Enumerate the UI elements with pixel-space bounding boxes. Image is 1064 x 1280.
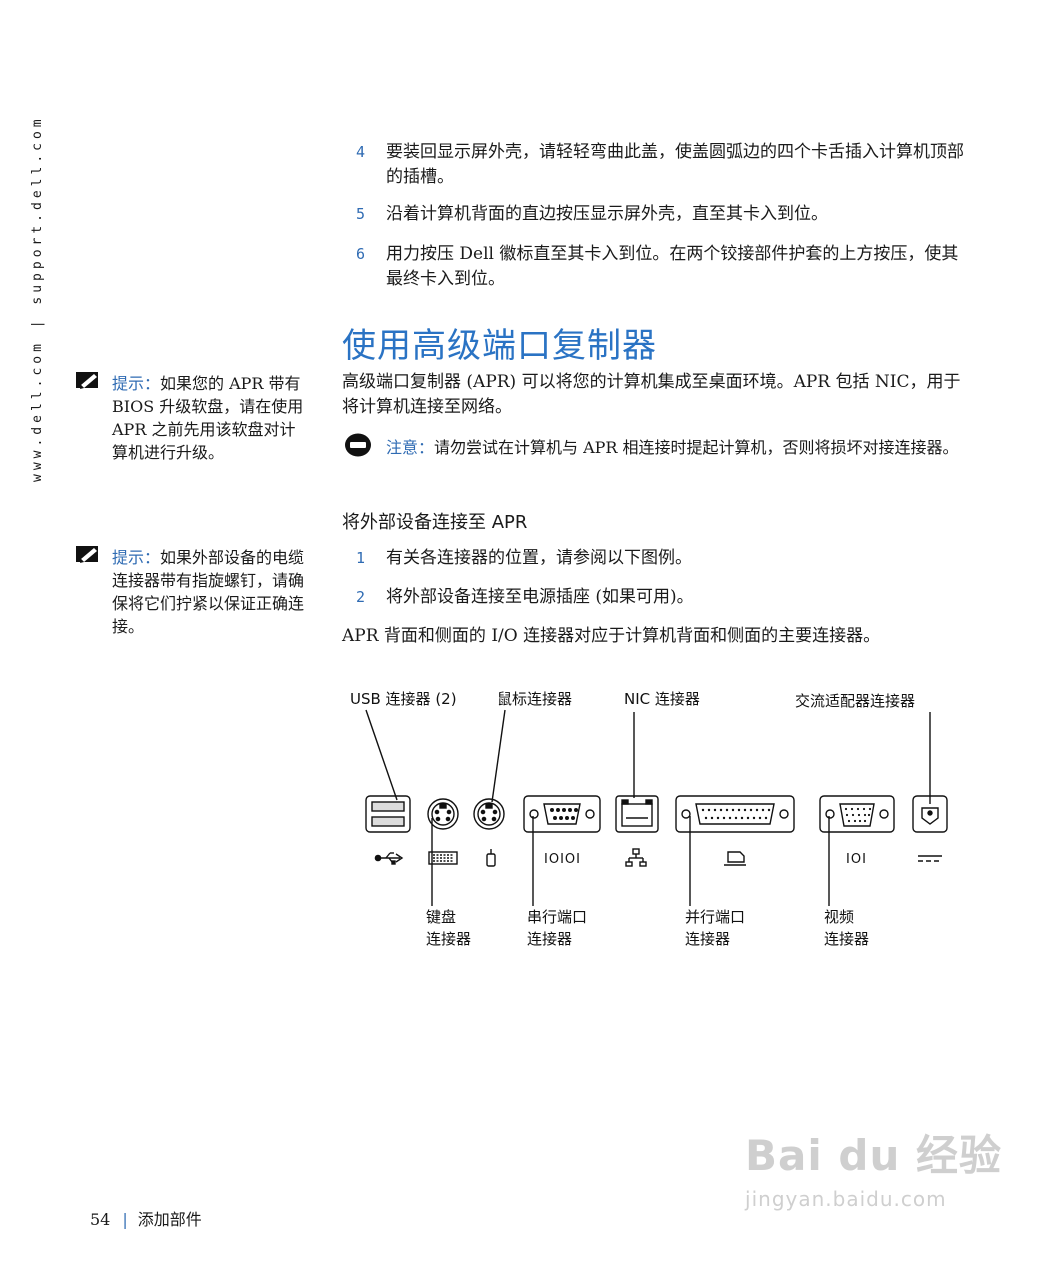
footer-divider: | — [122, 1210, 128, 1229]
side-note-label: 提示： — [112, 548, 161, 567]
keyboard-connector-label: 键盘 连接器 — [426, 908, 472, 948]
parallel-port-connector-label: 并行端口 连接器 — [685, 908, 746, 948]
video-vga-port — [819, 795, 895, 833]
vertical-site-url: www.dell.com | support.dell.com — [30, 115, 45, 482]
footer-section-title: 添加部件 — [137, 1210, 202, 1229]
serial-port-symbol: IOIOI — [544, 852, 581, 867]
baidu-watermark: Bai du 经验 jingyan.baidu.com — [745, 1122, 1002, 1211]
step-number: 5 — [356, 205, 366, 223]
parallel-port — [675, 795, 795, 833]
video-pins — [844, 807, 872, 823]
side-note-text: 如果您的 APR 带有 BIOS 升级软盘，请在使用 APR 之前先用该软盘对计… — [112, 374, 304, 462]
video-connector-label: 视频 连接器 — [824, 908, 870, 948]
step-text: 用力按压 Dell 徽标直至其卡入到位。在两个铰接部件护套的上方按压，使其最终卡… — [386, 244, 959, 289]
ac-adapter-connector-label: 交流适配器连接器 — [795, 692, 916, 710]
subsection-heading: 将外部设备连接至 APR — [342, 512, 528, 533]
step-text: 要装回显示屏外壳，请轻轻弯曲此盖，使盖圆弧边的四个卡舌插入计算机顶部的插槽。 — [386, 142, 964, 187]
serial-port — [523, 795, 601, 833]
usb-icon — [374, 852, 404, 865]
side-note-label: 提示： — [112, 374, 161, 393]
step-number: 6 — [356, 245, 366, 263]
nic-rj45-port — [615, 795, 659, 833]
usb-leader-line — [365, 709, 398, 801]
usb-port — [365, 795, 411, 833]
apr-connector-diagram: IOIOI IOI — [365, 709, 948, 906]
step-text: 沿着计算机背面的直边按压显示屏外壳，直至其卡入到位。 — [386, 204, 828, 224]
io-paragraph: APR 背面和侧面的 I/O 连接器对应于计算机背面和侧面的主要连接器。 — [342, 626, 881, 646]
printer-icon — [724, 851, 746, 866]
network-icon — [625, 848, 647, 867]
step-number: 1 — [356, 549, 366, 567]
dc-power-icon — [918, 855, 942, 862]
mouse-leader-line — [491, 709, 506, 803]
baidu-logo: Bai du 经验 — [745, 1131, 1002, 1180]
pencil-note-icon — [76, 546, 98, 563]
serial-port-connector-label: 串行端口 连接器 — [527, 908, 588, 948]
page-number: 54 — [90, 1210, 111, 1229]
pencil-note-icon — [76, 372, 98, 389]
mouse-icon — [486, 849, 496, 867]
mouse-connector-label: 鼠标连接器 — [497, 690, 573, 708]
notice-block: 注意：请勿尝试在计算机与 APR 相连接时提起计算机，否则将损坏对接连接器。 — [386, 436, 964, 459]
notice-text: 请勿尝试在计算机与 APR 相连接时提起计算机，否则将损坏对接连接器。 — [434, 438, 959, 457]
side-note-2: 提示：如果外部设备的电缆连接器带有指旋螺钉，请确保将它们拧紧以保证正确连接。 — [112, 546, 306, 638]
step-number: 4 — [356, 143, 366, 161]
side-note-1: 提示：如果您的 APR 带有 BIOS 升级软盘，请在使用 APR 之前先用该软… — [112, 372, 306, 464]
step-text: 将外部设备连接至电源插座 (如果可用)。 — [386, 587, 694, 607]
parallel-pins — [701, 808, 771, 820]
video-port-symbol: IOI — [846, 852, 867, 867]
step-text: 有关各连接器的位置，请参阅以下图例。 — [386, 548, 692, 568]
baidu-url: jingyan.baidu.com — [745, 1187, 947, 1211]
step-number: 2 — [356, 588, 366, 606]
nic-connector-label: NIC 连接器 — [624, 690, 700, 708]
ac-adapter-port — [912, 795, 948, 833]
keyboard-ps2-port — [427, 798, 459, 830]
side-note-text: 如果外部设备的电缆连接器带有指旋螺钉，请确保将它们拧紧以保证正确连接。 — [112, 548, 305, 636]
page-footer: 54 | 添加部件 — [90, 1206, 202, 1230]
keyboard-icon — [428, 851, 458, 865]
notice-label: 注意： — [386, 438, 435, 457]
notice-icon — [345, 433, 371, 457]
section-intro: 高级端口复制器 (APR) 可以将您的计算机集成至桌面环境。APR 包括 NIC… — [342, 372, 961, 417]
section-heading: 使用高级端口复制器 — [342, 326, 657, 366]
usb-connector-label: USB 连接器 (2) — [350, 690, 457, 708]
mouse-ps2-port — [473, 798, 505, 830]
